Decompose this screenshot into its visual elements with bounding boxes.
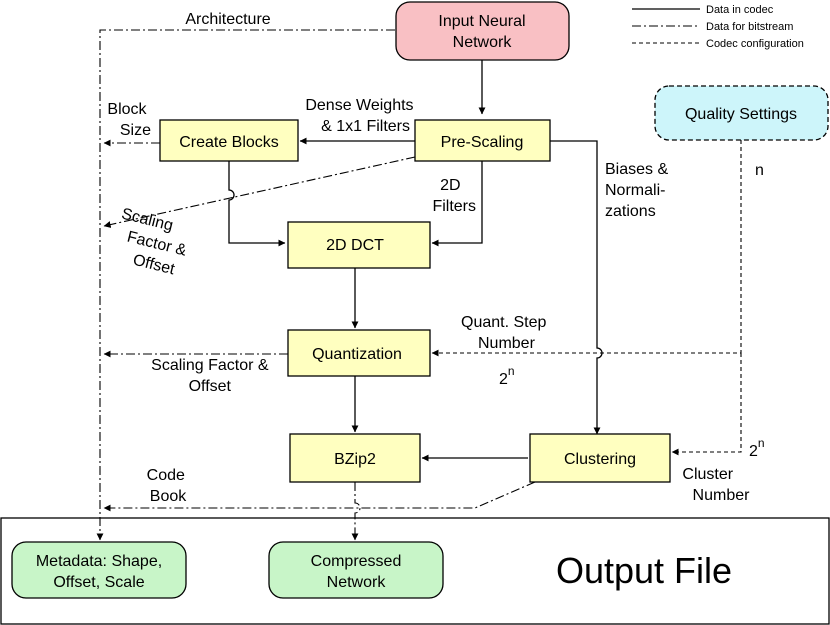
- edge-prescaling-clustering: [550, 140, 603, 435]
- node-metadata-label-2: Offset, Scale: [53, 574, 144, 591]
- legend-dashed-label: Codec configuration: [706, 38, 804, 50]
- node-input-network-label-2: Network: [453, 34, 513, 51]
- edge-bzip2-compressed: [351, 482, 361, 541]
- node-create-blocks-label: Create Blocks: [179, 134, 279, 151]
- node-compressed-network-label-2: Network: [327, 574, 387, 591]
- label-2d-filters-1: 2D: [440, 177, 460, 194]
- label-scaling-quant-2: Offset: [189, 378, 232, 395]
- label-dense-weights-2: & 1x1 Filters: [321, 118, 410, 135]
- label-code-book-2: Book: [150, 488, 187, 505]
- label-block-size-1: Block: [107, 101, 147, 118]
- node-clustering-label: Clustering: [564, 451, 636, 468]
- legend-solid-label: Data in codec: [706, 4, 774, 16]
- svg-text:Scaling Factor & Offse: Scaling Factor & Offset: [110, 205, 198, 281]
- label-2d-filters-2: Filters: [432, 198, 476, 215]
- label-code-book-1: Code: [147, 467, 185, 484]
- svg-text:Quant. Step Number: Quant. Step Number: [461, 314, 551, 352]
- node-clustering[interactable]: Clustering: [529, 433, 671, 483]
- svg-text:Metadata: Shape,Offset, Scale: Metadata: Shape, Offset, Scale: [36, 553, 162, 591]
- edge-code-book: [103, 481, 536, 512]
- node-quantization[interactable]: Quantization: [287, 329, 431, 377]
- output-file-title: Output File: [556, 550, 732, 591]
- edge-architecture: [96, 29, 395, 541]
- node-bzip2[interactable]: BZip2: [289, 433, 421, 483]
- node-pre-scaling-label: Pre-Scaling: [441, 134, 524, 151]
- node-input-network-label-1: Input Neural: [438, 13, 525, 30]
- node-quality-settings[interactable]: Quality Settings: [654, 85, 829, 141]
- output-file-frame: [0, 517, 830, 625]
- edge-createblocks-dct: [228, 161, 286, 247]
- label-2n-quant-exp: n: [508, 364, 515, 378]
- svg-text:Code Book: Code Book: [147, 467, 190, 505]
- legend-dashdot-label: Data for bitstream: [706, 21, 793, 33]
- node-metadata[interactable]: Metadata: Shape, Offset, Scale: [11, 541, 187, 599]
- label-biases-2: Normali-: [605, 182, 665, 199]
- label-quant-step-2: Number: [478, 335, 536, 352]
- node-quality-settings-label: Quality Settings: [685, 106, 797, 123]
- svg-text:Cluster Number: Cluster Number: [682, 466, 750, 504]
- svg-text:2n: 2n: [499, 364, 515, 388]
- label-2n-quant-base: 2: [499, 371, 508, 388]
- edge-quality-cluster: [671, 353, 742, 456]
- label-2n-cluster-base: 2: [749, 443, 758, 460]
- label-scaling-quant-1: Scaling Factor &: [151, 357, 269, 374]
- label-n: n: [755, 162, 764, 179]
- node-metadata-label-1: Metadata: Shape,: [36, 553, 162, 570]
- svg-text:2D Filters: 2D Filters: [432, 177, 476, 215]
- label-dense-weights-1: Dense Weights: [305, 97, 413, 114]
- label-cluster-number-2: Number: [693, 487, 751, 504]
- node-2d-dct[interactable]: 2D DCT: [287, 221, 431, 269]
- label-biases-1: Biases &: [605, 161, 668, 178]
- label-quant-step-1: Quant. Step: [461, 314, 546, 331]
- label-architecture: Architecture: [185, 11, 270, 28]
- node-create-blocks[interactable]: Create Blocks: [159, 119, 299, 162]
- edge-scaling-diag: [103, 156, 416, 228]
- node-pre-scaling[interactable]: Pre-Scaling: [414, 119, 551, 162]
- label-biases-3: zations: [605, 203, 656, 220]
- node-bzip2-label: BZip2: [334, 451, 376, 468]
- svg-text:Dense Weights & 1x1 Filter: Dense Weights & 1x1 Filters: [305, 97, 418, 135]
- svg-text:Block Size: Block Size: [107, 101, 151, 139]
- legend: Data in codec Data for bitstream Codec c…: [632, 4, 804, 50]
- node-2d-dct-label: 2D DCT: [326, 237, 384, 254]
- label-block-size-2: Size: [120, 122, 151, 139]
- label-2n-cluster-exp: n: [758, 436, 765, 450]
- label-cluster-number-1: Cluster: [682, 466, 733, 483]
- node-quantization-label: Quantization: [312, 346, 402, 363]
- svg-text:Biases & Normali- zati: Biases & Normali- zations: [605, 161, 673, 220]
- edge-prescaling-dct: [431, 161, 483, 247]
- svg-text:Scaling Factor & Offset: Scaling Factor & Offset: [151, 357, 273, 395]
- node-compressed-network-label-1: Compressed: [311, 553, 402, 570]
- svg-text:2n: 2n: [749, 436, 765, 460]
